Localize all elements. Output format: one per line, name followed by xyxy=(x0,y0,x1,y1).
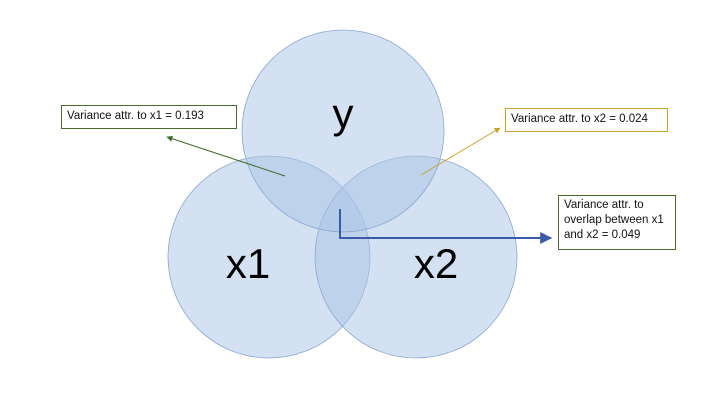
arrow-overlap xyxy=(339,209,553,244)
annotation-x2-box: Variance attr. to x2 = 0.024 xyxy=(505,108,668,132)
annotation-overlap-box: Variance attr. to overlap between x1 and… xyxy=(558,195,676,250)
annotation-x2-text: Variance attr. to x2 = 0.024 xyxy=(511,113,648,125)
arrow-x1 xyxy=(166,135,286,177)
circle-label-y: y xyxy=(333,90,354,137)
arrow-x2 xyxy=(420,127,501,176)
annotation-overlap-text: Variance attr. to overlap between x1 and… xyxy=(564,199,664,241)
circle-label-x2: x2 xyxy=(414,240,458,287)
circle-y xyxy=(241,29,445,233)
circle-label-x1: x1 xyxy=(226,240,270,287)
annotation-x1-box: Variance attr. to x1 = 0.193 xyxy=(61,105,237,129)
annotation-x1-text: Variance attr. to x1 = 0.193 xyxy=(67,110,204,122)
